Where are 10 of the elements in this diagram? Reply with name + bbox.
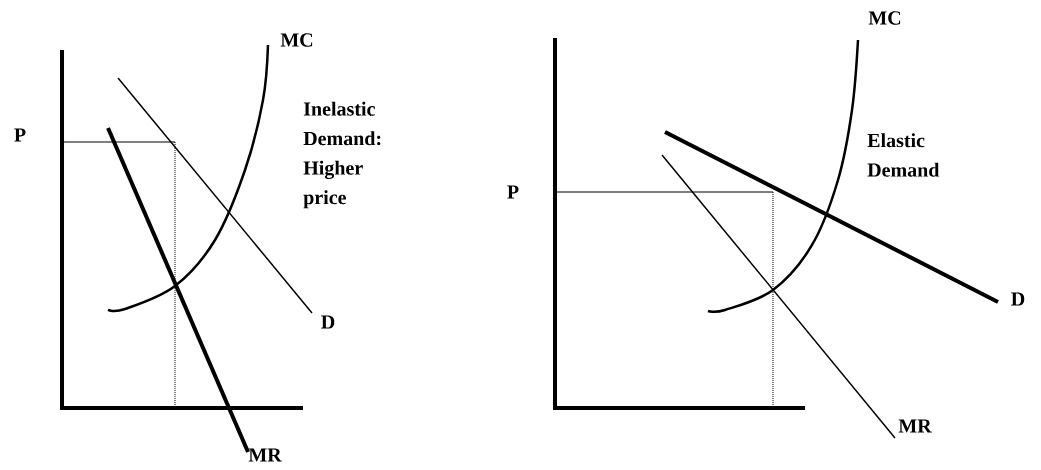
annotation-text: Inelastic Demand: Higher price <box>303 101 381 209</box>
curve-label: D <box>1011 292 1025 306</box>
curve-label: MC <box>868 11 901 25</box>
curve-label: D <box>321 315 335 329</box>
annotation-text: Elastic Demand <box>867 133 940 177</box>
axis-label: P <box>14 128 26 142</box>
curve-label: MR <box>898 419 932 433</box>
curve-label: MC <box>280 33 313 47</box>
curve-label: MR <box>248 448 282 462</box>
axis-label: P <box>507 185 519 199</box>
